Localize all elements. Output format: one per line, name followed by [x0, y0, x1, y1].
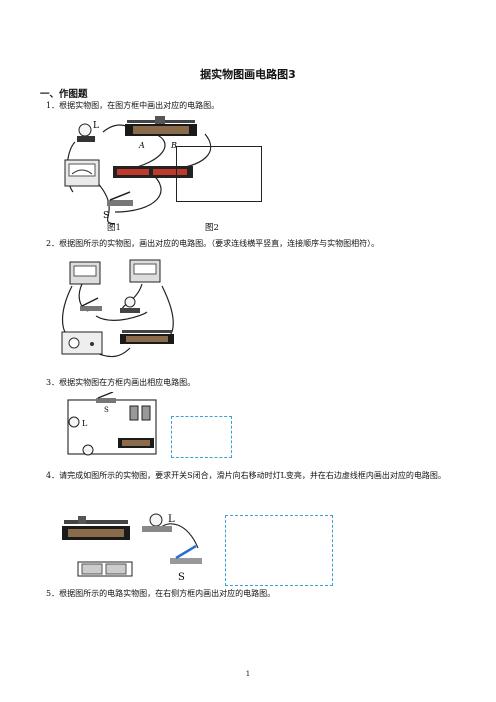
- figure-4-label-L: L: [168, 514, 175, 525]
- figure-2-ammeter: [129, 259, 161, 283]
- question-4-number: 4．: [46, 471, 60, 480]
- figure-1-caption: 图1: [107, 223, 121, 233]
- figure-1-battery: [113, 166, 193, 178]
- figure-1-bulb: [77, 123, 95, 142]
- figure-3-circuit: S L: [67, 392, 157, 456]
- answer-box-3[interactable]: [171, 416, 232, 458]
- figure-4-label-S: S: [178, 572, 185, 583]
- question-1: 1．根据实物图，在图方框中画出对应的电路图。: [46, 100, 458, 112]
- question-1-number: 1．: [46, 101, 60, 110]
- question-3-number: 3．: [46, 378, 60, 387]
- question-1-text: 根据实物图，在图方框中画出对应的电路图。: [59, 101, 220, 110]
- figure-3-label-L: L: [82, 419, 88, 428]
- figure-2-caption: 图2: [205, 223, 219, 233]
- figure-3-switch: [96, 392, 116, 403]
- question-5: 5．根据图所示的电路实物图，在右侧方框内画出对应的电路图。: [46, 588, 458, 600]
- figure-3-rheostat: [118, 438, 154, 448]
- answer-box-4[interactable]: [225, 515, 333, 586]
- figure-1-label-L: L: [93, 121, 99, 131]
- figure-1-label-A: A: [138, 141, 145, 150]
- figure-4-switch: [170, 544, 202, 564]
- figure-4-bulb: [142, 513, 172, 532]
- figure-3-bulb-2: [82, 444, 94, 456]
- figure-1-label-S: S: [103, 211, 109, 221]
- question-2-text: 根据图所示的实物图，画出对应的电路图。（要求连线横平竖直，连接顺序与实物图相符）…: [59, 239, 380, 248]
- question-2: 2．根据图所示的实物图，画出对应的电路图。（要求连线横平竖直，连接顺序与实物图相…: [46, 238, 458, 250]
- figure-4-battery: [77, 561, 133, 577]
- figure-2-switch: [80, 297, 102, 311]
- figure-2-circuit: [61, 259, 174, 358]
- figure-1-circuit: L A B S: [64, 116, 212, 225]
- page-number: 1: [245, 670, 251, 678]
- figure-2-rheostat: [120, 330, 174, 344]
- question-4-text: 请完成如图所示的实物图，要求开关S闭合，滑片向右移动时灯L变亮，并在右边虚线框内…: [59, 471, 446, 480]
- question-2-number: 2．: [46, 239, 60, 248]
- figure-4-circuit: L S: [62, 513, 202, 583]
- page-title: 据实物图画电路图3: [200, 68, 296, 81]
- figure-3-label-S: S: [104, 406, 109, 414]
- question-5-number: 5．: [46, 589, 60, 598]
- figure-1-wires: [66, 124, 212, 225]
- section-heading: 一、作图题: [40, 89, 88, 100]
- figure-2-bulb: [120, 296, 140, 313]
- question-4: 4．请完成如图所示的实物图，要求开关S闭合，滑片向右移动时灯L变亮，并在右边虚线…: [46, 468, 458, 484]
- figure-2-voltmeter: [69, 261, 101, 285]
- figure-1-rheostat: [125, 116, 197, 136]
- question-3-text: 根据实物图在方框内画出相应电路图。: [59, 378, 196, 387]
- figure-4-rheostat: [62, 516, 130, 540]
- figure-1-switch: [107, 191, 133, 206]
- question-3: 3．根据实物图在方框内画出相应电路图。: [46, 377, 458, 389]
- figure-3-bulb-1: [68, 416, 80, 428]
- figure-2-power-supply: [61, 331, 103, 355]
- question-5-text: 根据图所示的电路实物图，在右侧方框内画出对应的电路图。: [59, 589, 276, 598]
- answer-box-1[interactable]: [176, 146, 262, 202]
- figure-1-label-B: B: [170, 141, 177, 150]
- figure-3-battery: [129, 405, 151, 421]
- figure-1-ammeter: [64, 159, 100, 187]
